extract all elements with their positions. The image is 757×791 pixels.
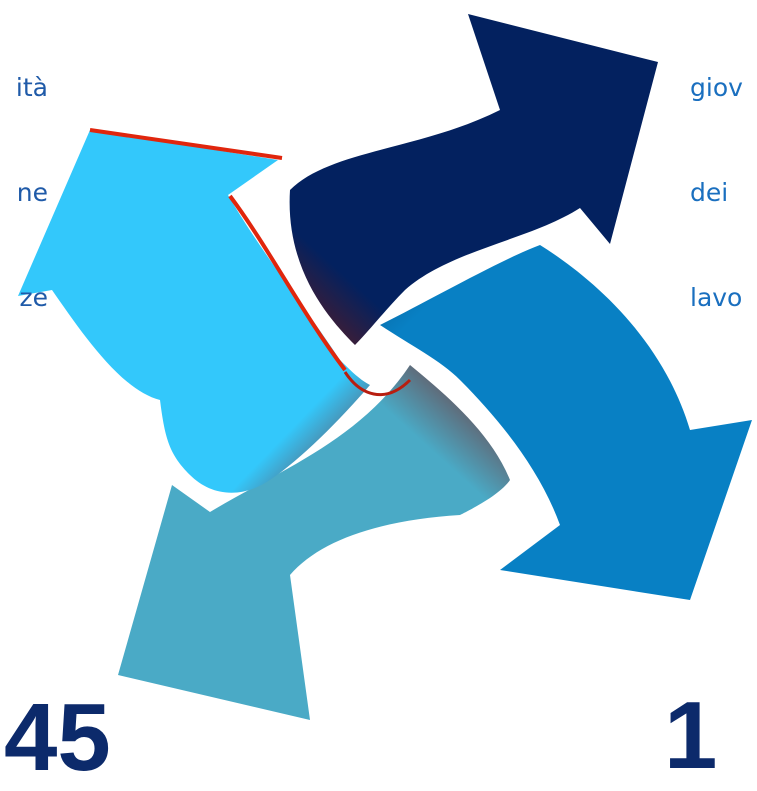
right-caption: giov dei lavo <box>690 0 757 350</box>
left-caption-line-1: ità <box>15 73 48 102</box>
arrow-bottom-left <box>118 365 510 720</box>
big-number-right: 1 <box>664 682 718 789</box>
arrow-top-right <box>289 14 658 345</box>
four-arrow-cycle-diagram <box>18 14 752 720</box>
right-caption-line-1: giov <box>690 73 743 102</box>
accent-line-top <box>89 128 283 160</box>
left-caption-line-3: ze <box>19 283 48 312</box>
accent-line-inner <box>228 194 347 372</box>
right-caption-line-3: lavo <box>690 283 743 312</box>
left-caption-line-2: ne <box>16 178 48 207</box>
big-number-left: 45 <box>4 684 111 791</box>
left-caption: ità ne ze <box>0 0 48 350</box>
accent-line-center <box>343 371 412 397</box>
center-hole <box>354 334 406 386</box>
right-caption-line-2: dei <box>690 178 729 207</box>
arrow-top-left <box>18 130 370 493</box>
arrow-bottom-right <box>380 245 752 600</box>
